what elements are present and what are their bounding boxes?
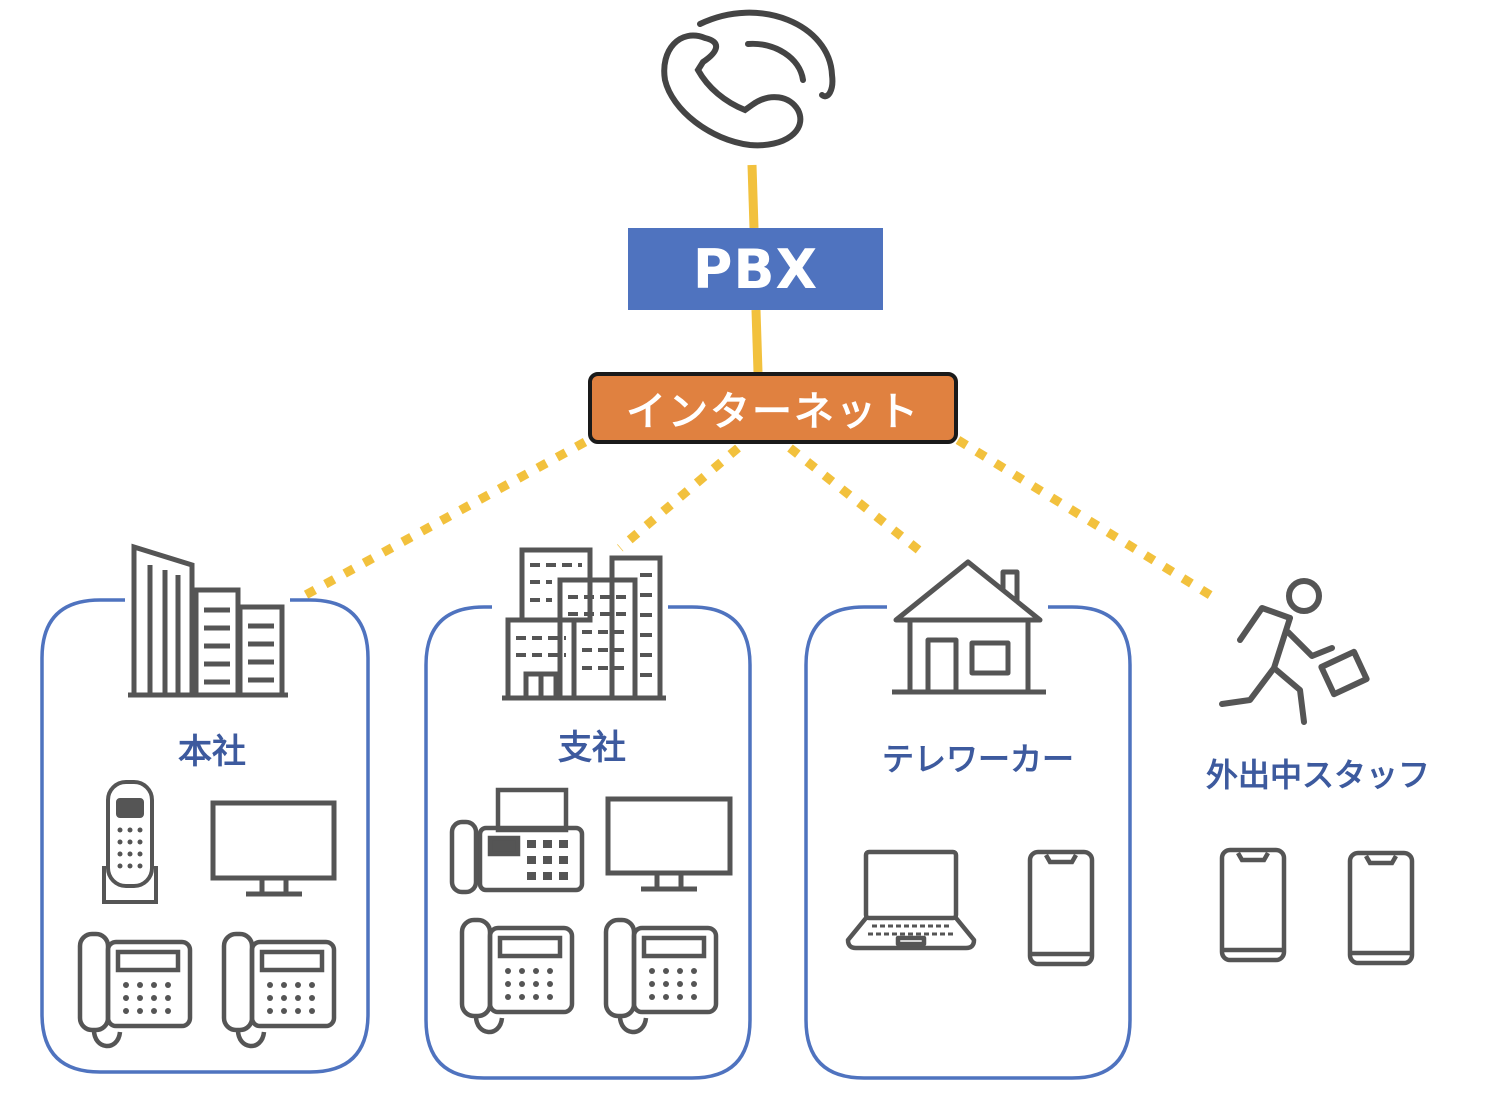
- line-internet-to-shisha: [617, 444, 741, 552]
- smartphone-icon-telework: [1027, 849, 1095, 967]
- smartphone-icon-mobile-1: [1219, 847, 1287, 963]
- location-label-telework: テレワーカー: [881, 740, 1075, 778]
- running-staff-icon: [1219, 578, 1370, 725]
- desk-phone-icon-shisha-1: [459, 917, 575, 1035]
- frame-honsha: [40, 598, 370, 1074]
- monitor-icon-shisha: [605, 796, 733, 892]
- line-internet-to-telework: [787, 444, 928, 559]
- desk-phone-icon-honsha-1: [77, 931, 193, 1049]
- desk-phone-icon-shisha-2: [603, 917, 719, 1035]
- house-icon: [892, 559, 1046, 695]
- cordless-phone-icon: [102, 780, 158, 904]
- line-internet-to-mobile: [955, 436, 1218, 602]
- location-label-shisha: 支社: [558, 728, 626, 768]
- monitor-icon-honsha: [210, 800, 337, 897]
- location-label-honsha: 本社: [178, 732, 246, 772]
- laptop-icon: [845, 849, 977, 951]
- office-building-icon: [128, 543, 288, 698]
- pbx-box: PBX: [628, 228, 883, 310]
- cloud-phone-icon: [661, 9, 836, 149]
- line-internet-to-honsha: [297, 438, 588, 602]
- location-label-mobile-staff: 外出中スタッフ: [1205, 756, 1431, 794]
- connection-lines: [297, 164, 1218, 602]
- line-pbx-to-internet: [751, 309, 763, 373]
- desk-phone-icon-honsha-2: [221, 931, 337, 1049]
- branch-building-icon: [502, 547, 666, 701]
- frame-telework: [804, 605, 1132, 1080]
- line-phone-to-pbx: [747, 164, 759, 229]
- fax-machine-icon: [449, 787, 585, 895]
- group-frames: [40, 598, 1132, 1080]
- internet-label: インターネット: [626, 389, 920, 435]
- internet-box: インターネット: [588, 372, 958, 444]
- pbx-label: PBX: [692, 237, 819, 301]
- smartphone-icon-mobile-2: [1347, 850, 1415, 966]
- frame-shisha: [424, 605, 752, 1080]
